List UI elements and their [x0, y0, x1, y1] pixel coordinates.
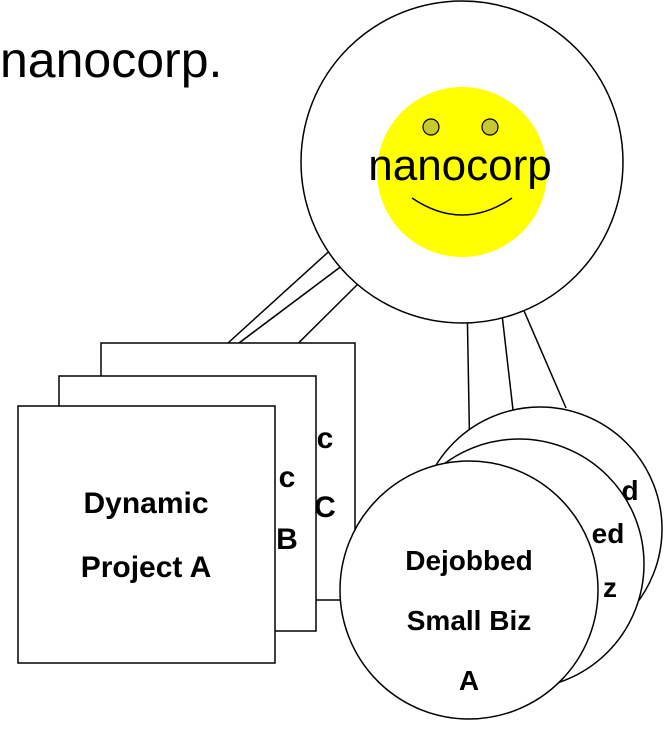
- smiley-face-icon: [377, 87, 547, 257]
- small-biz-circle-b-line2: z: [603, 572, 617, 603]
- smiley-face-disc: [377, 87, 547, 257]
- smiley-right-eye-icon: [481, 118, 499, 136]
- project-box-a-line1: Dynamic: [83, 487, 208, 520]
- project-box-a-frame: [17, 405, 276, 664]
- project-box-b-line2: B: [276, 523, 298, 556]
- title: nanocorp.: [0, 32, 222, 88]
- project-box-a: Dynamic Project A: [17, 405, 276, 664]
- small-biz-circle-a-line2: Small Biz: [407, 605, 531, 636]
- nanocorp-hub-label: nanocorp: [368, 141, 551, 190]
- smiley-left-eye-icon: [422, 118, 440, 136]
- project-box-c-line2: C: [314, 491, 336, 524]
- project-box-a-line2: Project A: [81, 551, 212, 584]
- small-biz-circle-a-outline: [339, 460, 599, 720]
- small-biz-circle-b-line1: ed: [592, 518, 625, 549]
- project-box-b-line1: c: [279, 461, 296, 494]
- small-biz-circle-a: Dejobbed Small Biz A: [339, 460, 599, 720]
- project-box-c-line1: c: [317, 422, 334, 455]
- nanocorp-hub: nanocorp: [300, 0, 624, 324]
- small-biz-circle-a-line3: A: [459, 665, 479, 696]
- small-biz-circle-a-line1: Dejobbed: [405, 545, 533, 576]
- smiley-mouth-icon: [411, 197, 513, 216]
- connector-project-c: [227, 244, 337, 344]
